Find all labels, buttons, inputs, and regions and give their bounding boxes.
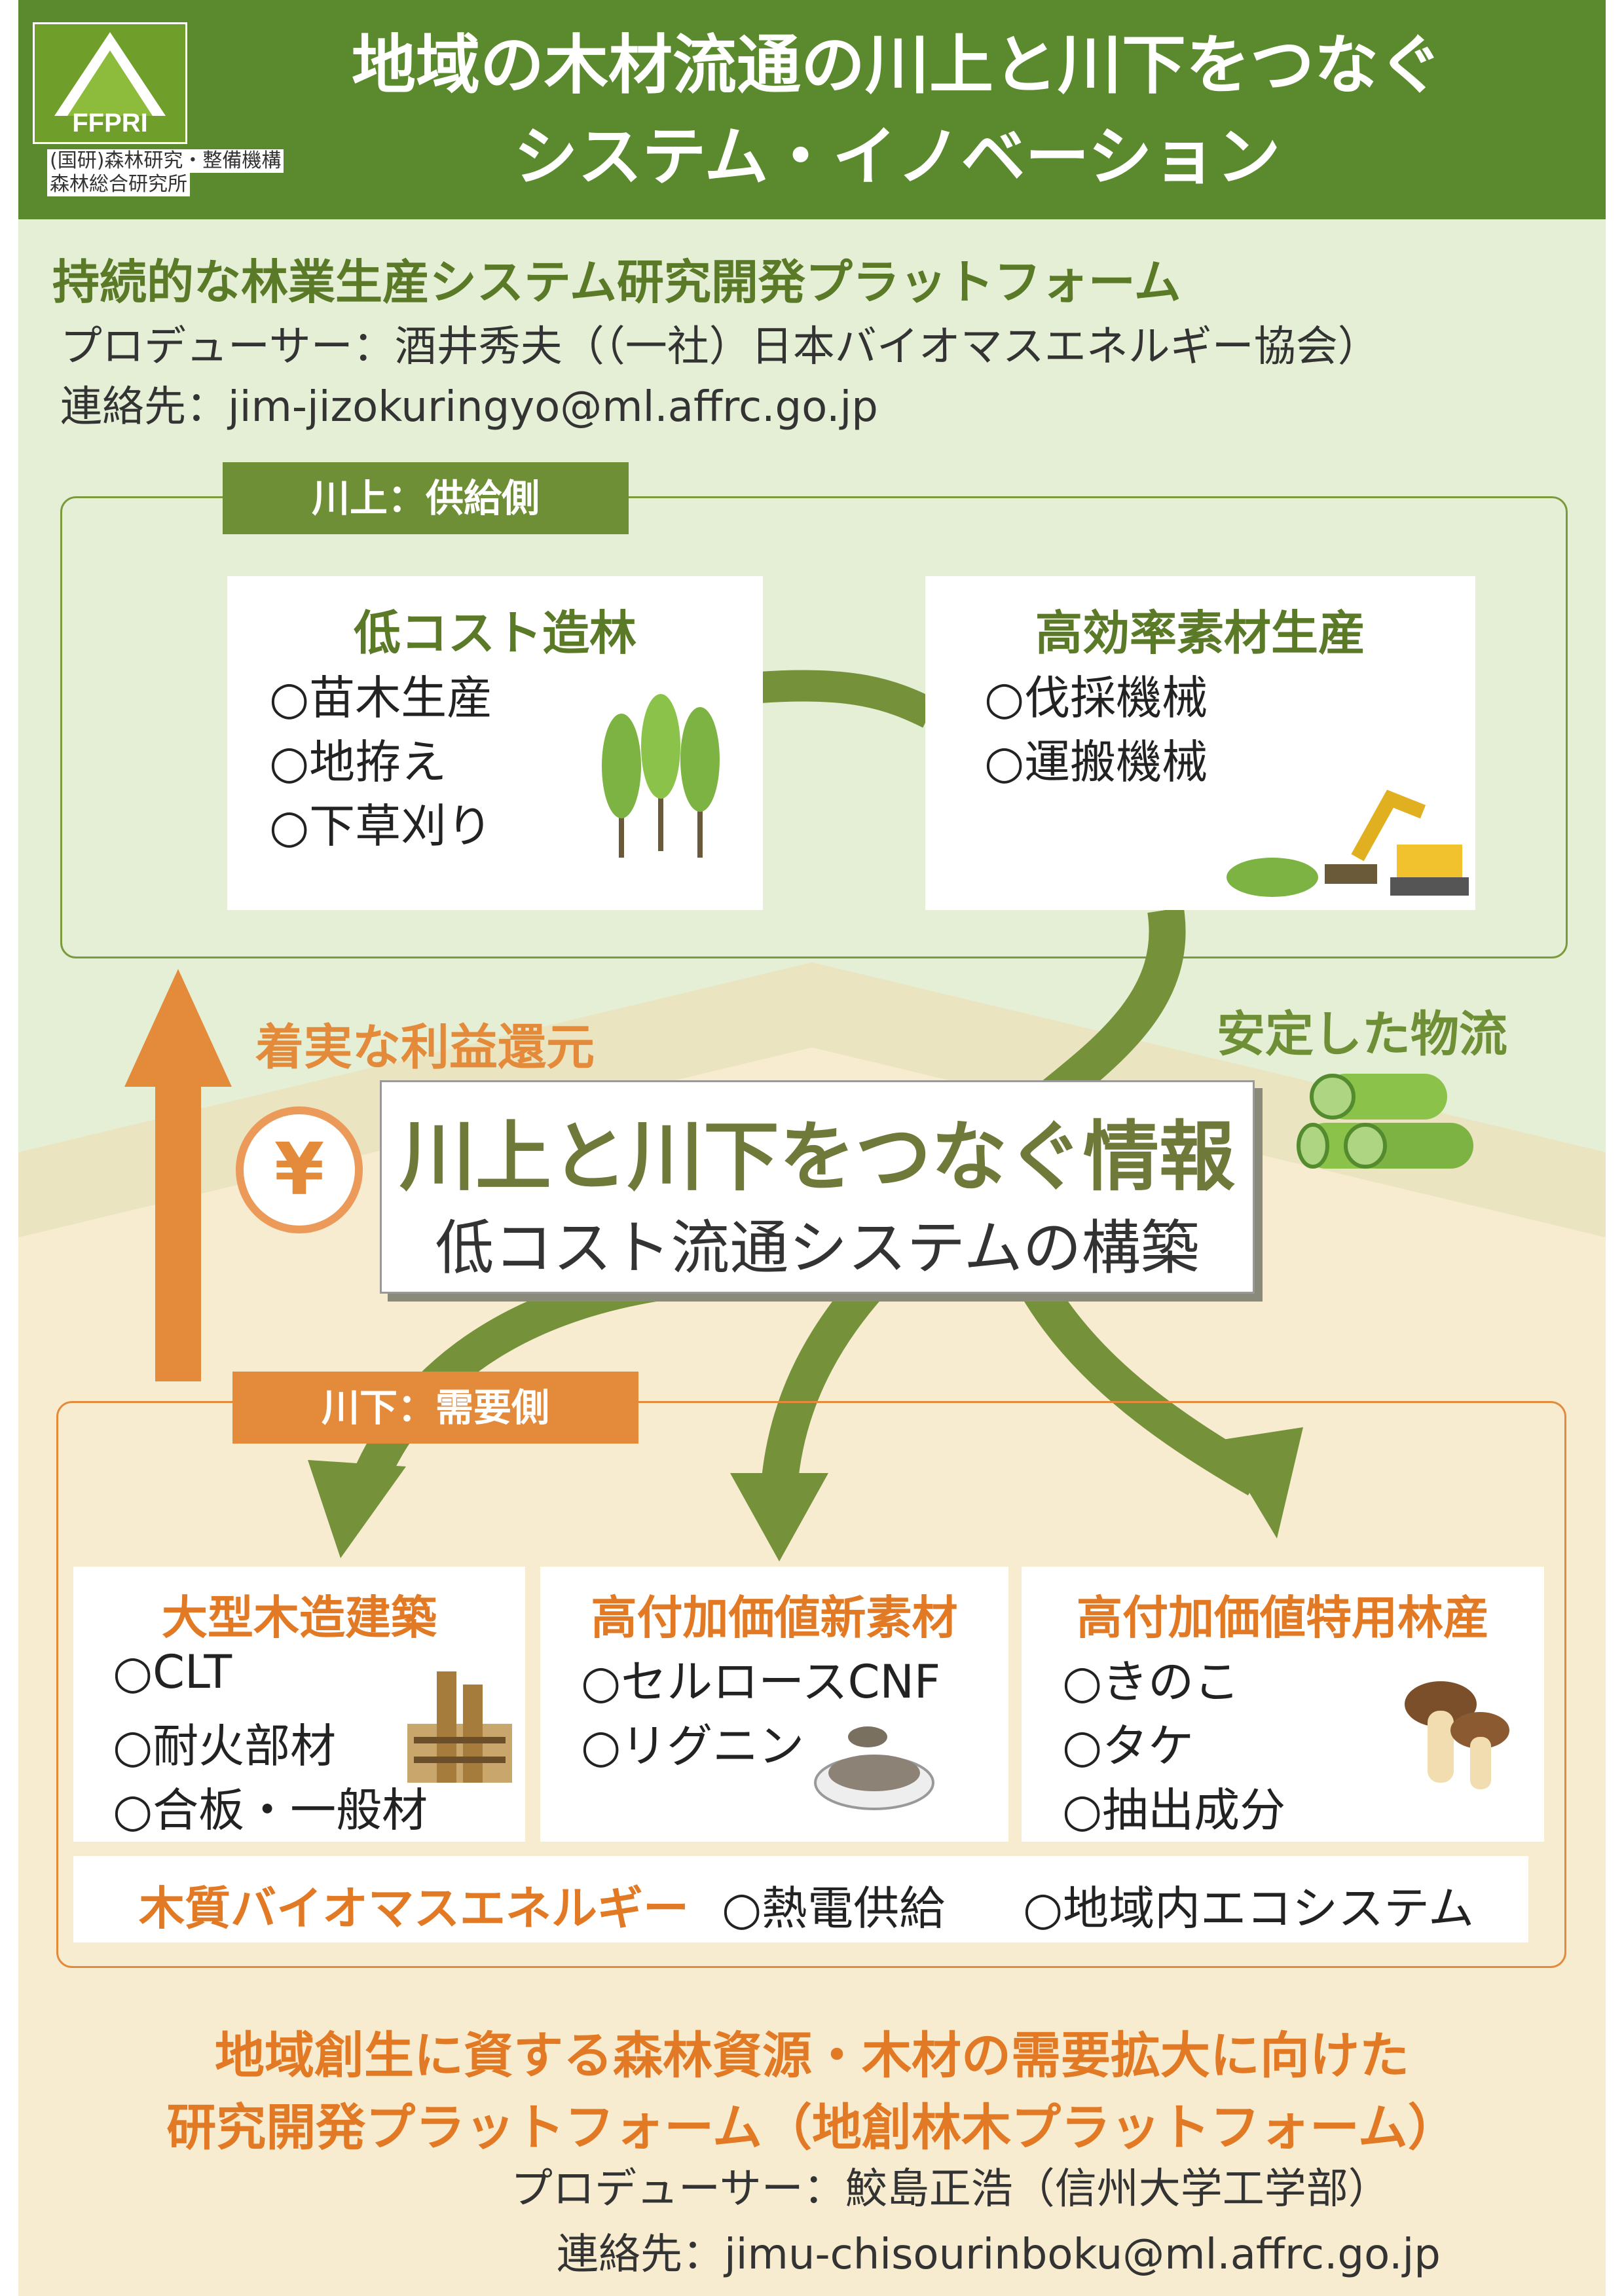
ffpri-logo: FFPRI — [33, 22, 187, 144]
title-line-1: 地域の木材流通の川上と川下をつなぐ — [351, 28, 1443, 103]
biomass-title: 木質バイオマスエネルギー — [139, 1882, 689, 1935]
card-new-materials: 高付加価値新素材 ○セルロースCNF ○リグニン — [540, 1567, 1008, 1842]
yen-icon: ¥ — [236, 1106, 363, 1233]
logo-text: FFPRI — [72, 109, 148, 137]
biomass-energy-row: 木質バイオマスエネルギー ○熱電供給 ○地域内エコシステム — [73, 1856, 1528, 1942]
list-item: ○熱電供給 — [722, 1882, 946, 1935]
list-item: ○合板・一般材 — [113, 1783, 428, 1837]
information-title: 川上と川下をつなぐ情報 — [399, 1113, 1235, 1201]
card-low-cost-afforestation: 低コスト造林 ○苗木生産 ○地拵え ○下草刈り — [227, 576, 763, 910]
mushroom-icon — [1405, 1681, 1509, 1789]
list-item: ○苗木生産 — [269, 671, 493, 725]
card-title: 高効率素材生産 — [1035, 606, 1365, 661]
org-line-2: 森林総合研究所 — [47, 173, 190, 196]
upstream-tag: 川上：供給側 — [223, 462, 629, 534]
list-item: ○地域内エコシステム — [1023, 1882, 1474, 1935]
building-icon — [407, 1671, 512, 1783]
stable-logistics-label: 安定した物流 — [1217, 1006, 1507, 1063]
org-line-1: (国研)森林研究・整備機構 — [47, 149, 284, 173]
page-title: 地域の木材流通の川上と川下をつなぐ システム・イノベーション — [196, 20, 1598, 203]
list-item: ○運搬機械 — [984, 735, 1208, 789]
card-title: 高付加価値新素材 — [591, 1591, 958, 1645]
list-item: ○リグニン — [581, 1719, 805, 1773]
card-special-forest-products: 高付加価値特用林産 ○きのこ ○タケ ○抽出成分 — [1022, 1567, 1544, 1842]
trees-icon — [602, 694, 720, 858]
upper-platform-title: 持続的な林業生産システム研究開発プラットフォーム — [52, 255, 1181, 310]
list-item: ○地拵え — [269, 735, 447, 789]
information-box: 川上と川下をつなぐ情報 低コスト流通システムの構築 — [380, 1080, 1255, 1294]
lower-contact: 連絡先：jimu-chisourinboku@ml.affrc.go.jp — [557, 2231, 1441, 2279]
card-efficient-log-production: 高効率素材生産 ○伐採機械 ○運搬機械 — [925, 576, 1475, 910]
upstream-section — [60, 496, 1568, 958]
excavator-icon — [1227, 790, 1469, 897]
list-item: ○CLT — [113, 1645, 232, 1699]
lower-producer: プロデューサー：鮫島正浩（信州大学工学部） — [511, 2165, 1390, 2214]
card-large-timber-building: 大型木造建築 ○CLT ○耐火部材 ○合板・一般材 — [73, 1567, 525, 1842]
logs-icon — [1297, 1074, 1473, 1169]
title-line-2: システム・イノベーション — [513, 120, 1281, 194]
header-banner — [18, 0, 1606, 219]
downstream-section — [56, 1401, 1566, 1968]
lower-platform-title-1: 地域創生に資する森林資源・木材の需要拡大に向けた — [215, 2026, 1409, 2085]
list-item: ○きのこ — [1062, 1655, 1240, 1709]
card-title: 大型木造建築 — [162, 1591, 437, 1645]
lower-platform-title-2: 研究開発プラットフォーム（地創林木プラットフォーム） — [166, 2098, 1458, 2157]
tree-logo-icon — [54, 32, 166, 116]
list-item: ○伐採機械 — [984, 671, 1208, 725]
list-item: ○タケ — [1062, 1719, 1194, 1773]
profit-return-label: 着実な利益還元 — [255, 1019, 595, 1076]
upper-producer: プロデューサー：酒井秀夫（（一社）日本バイオマスエネルギー協会） — [60, 323, 1380, 371]
list-item: ○耐火部材 — [113, 1719, 337, 1773]
list-item: ○セルロースCNF — [581, 1655, 941, 1709]
upper-contact: 連絡先：jim-jizokuringyo@ml.affrc.go.jp — [60, 383, 878, 431]
list-item: ○下草刈り — [269, 799, 493, 853]
list-item: ○抽出成分 — [1062, 1783, 1286, 1837]
card-title: 高付加価値特用林産 — [1077, 1591, 1489, 1645]
downstream-tag: 川下：需要側 — [232, 1372, 638, 1444]
organization-name: (国研)森林研究・整備機構 森林総合研究所 — [47, 149, 335, 196]
information-subtitle: 低コスト流通システムの構築 — [435, 1214, 1200, 1283]
powder-dish-icon — [814, 1726, 934, 1810]
yen-symbol: ¥ — [274, 1127, 325, 1211]
card-title: 低コスト造林 — [353, 606, 637, 661]
